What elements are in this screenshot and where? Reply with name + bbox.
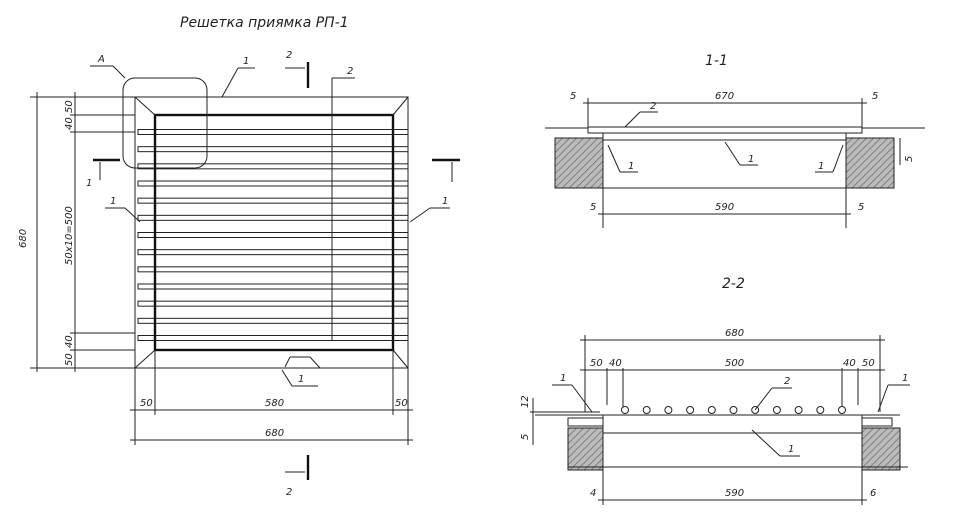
rod-section bbox=[772, 406, 781, 414]
grate-bar bbox=[137, 232, 409, 238]
dim-label: 5 bbox=[872, 91, 878, 102]
dim-label: 680 bbox=[18, 229, 29, 248]
dim-label: 40 bbox=[843, 358, 856, 369]
corner-weld bbox=[392, 349, 409, 369]
section-label: 1 bbox=[86, 178, 92, 189]
rod-section bbox=[794, 406, 803, 414]
callout-a-label: А bbox=[97, 54, 105, 65]
dim-label: 5 bbox=[904, 156, 915, 162]
dim-label: 50 bbox=[64, 100, 75, 113]
inner-frame bbox=[153, 113, 395, 352]
concrete-wall bbox=[554, 137, 604, 189]
dim-label: 40 bbox=[64, 117, 75, 130]
frame-angle bbox=[567, 417, 604, 427]
grate-bar bbox=[137, 197, 409, 204]
rod-section bbox=[686, 406, 695, 414]
mark-label: 1 bbox=[442, 196, 448, 207]
grate-plate bbox=[587, 126, 863, 134]
dim-label: 5 bbox=[590, 202, 596, 213]
section-title: 1-1 bbox=[705, 53, 728, 69]
section-label: 2 bbox=[286, 487, 292, 498]
rod-section bbox=[729, 406, 738, 414]
dim-label: 50 bbox=[590, 358, 603, 369]
concrete-wall bbox=[861, 427, 901, 471]
rod-section bbox=[707, 406, 716, 414]
mark-label: 2 bbox=[347, 66, 353, 77]
mark-label: 1 bbox=[748, 154, 754, 165]
dim-label: 40 bbox=[64, 335, 75, 348]
dim-label: 50 bbox=[395, 398, 408, 409]
section-label: 2 bbox=[286, 50, 292, 61]
grate-bar bbox=[137, 214, 409, 221]
section-title: 2-2 bbox=[722, 276, 745, 292]
plan-bars bbox=[137, 129, 409, 341]
dim-label: 5 bbox=[570, 91, 576, 102]
mark-label: 2 bbox=[650, 101, 656, 112]
grate-bar bbox=[137, 129, 409, 135]
corner-weld bbox=[134, 96, 156, 116]
corner-weld bbox=[134, 349, 156, 369]
dim-label: 40 bbox=[609, 358, 622, 369]
mark-label: 1 bbox=[902, 373, 908, 384]
rod-section bbox=[838, 406, 846, 414]
concrete-wall bbox=[567, 427, 604, 471]
frame-angle bbox=[861, 417, 893, 427]
rods bbox=[621, 406, 846, 414]
mark-label: 1 bbox=[560, 373, 566, 384]
plan-view: А 1 2 1 1 1 2 2 1 680 50 40 50x10=500 bbox=[18, 50, 460, 498]
grate-bar bbox=[137, 283, 409, 290]
mark-label: 1 bbox=[243, 56, 249, 67]
dim-label: 590 bbox=[725, 488, 744, 499]
dim-label: 680 bbox=[725, 328, 744, 339]
rod-section bbox=[642, 406, 651, 414]
callout-a-box bbox=[122, 77, 208, 169]
dim-label: 4 bbox=[590, 488, 596, 499]
concrete-wall bbox=[845, 137, 895, 189]
mark-label: 2 bbox=[784, 376, 790, 387]
rod-section bbox=[621, 406, 629, 414]
dim-label: 680 bbox=[265, 428, 284, 439]
grate-bar bbox=[137, 300, 409, 307]
dim-label: 50 bbox=[140, 398, 153, 409]
rod-section bbox=[664, 406, 673, 414]
section-2-2: 2-2 680 50 40 500 40 50 590 4 6 12 5 1 1… bbox=[520, 276, 910, 505]
grate-bar bbox=[137, 180, 409, 187]
dim-label: 50 bbox=[64, 353, 75, 366]
grate-bar bbox=[137, 146, 409, 153]
mark-label: 1 bbox=[628, 161, 634, 172]
dim-label: 5 bbox=[520, 434, 531, 440]
dim-label: 500 bbox=[725, 358, 744, 369]
dim-label: 590 bbox=[715, 202, 734, 213]
corner-weld bbox=[392, 96, 409, 116]
grate-bar bbox=[137, 266, 409, 273]
mark-label: 1 bbox=[298, 374, 304, 385]
mark-label: 1 bbox=[818, 161, 824, 172]
section-1-1: 1-1 670 5 5 590 5 5 5 2 1 1 1 bbox=[545, 53, 925, 228]
dim-label: 580 bbox=[265, 398, 284, 409]
dim-label: 670 bbox=[715, 91, 734, 102]
dim-label: 50x10=500 bbox=[64, 206, 75, 265]
grate-bar bbox=[137, 317, 409, 324]
dim-label: 50 bbox=[862, 358, 875, 369]
mark-label: 1 bbox=[788, 444, 794, 455]
grate-bar bbox=[137, 249, 409, 256]
dim-label: 6 bbox=[870, 488, 876, 499]
drawing-title: Решетка приямка РП-1 bbox=[180, 15, 349, 31]
mark-label: 1 bbox=[110, 196, 116, 207]
outer-frame bbox=[134, 96, 409, 369]
dim-label: 12 bbox=[520, 395, 531, 408]
grate-bar bbox=[137, 335, 409, 341]
rod-section bbox=[816, 406, 825, 414]
dim-label: 5 bbox=[858, 202, 864, 213]
